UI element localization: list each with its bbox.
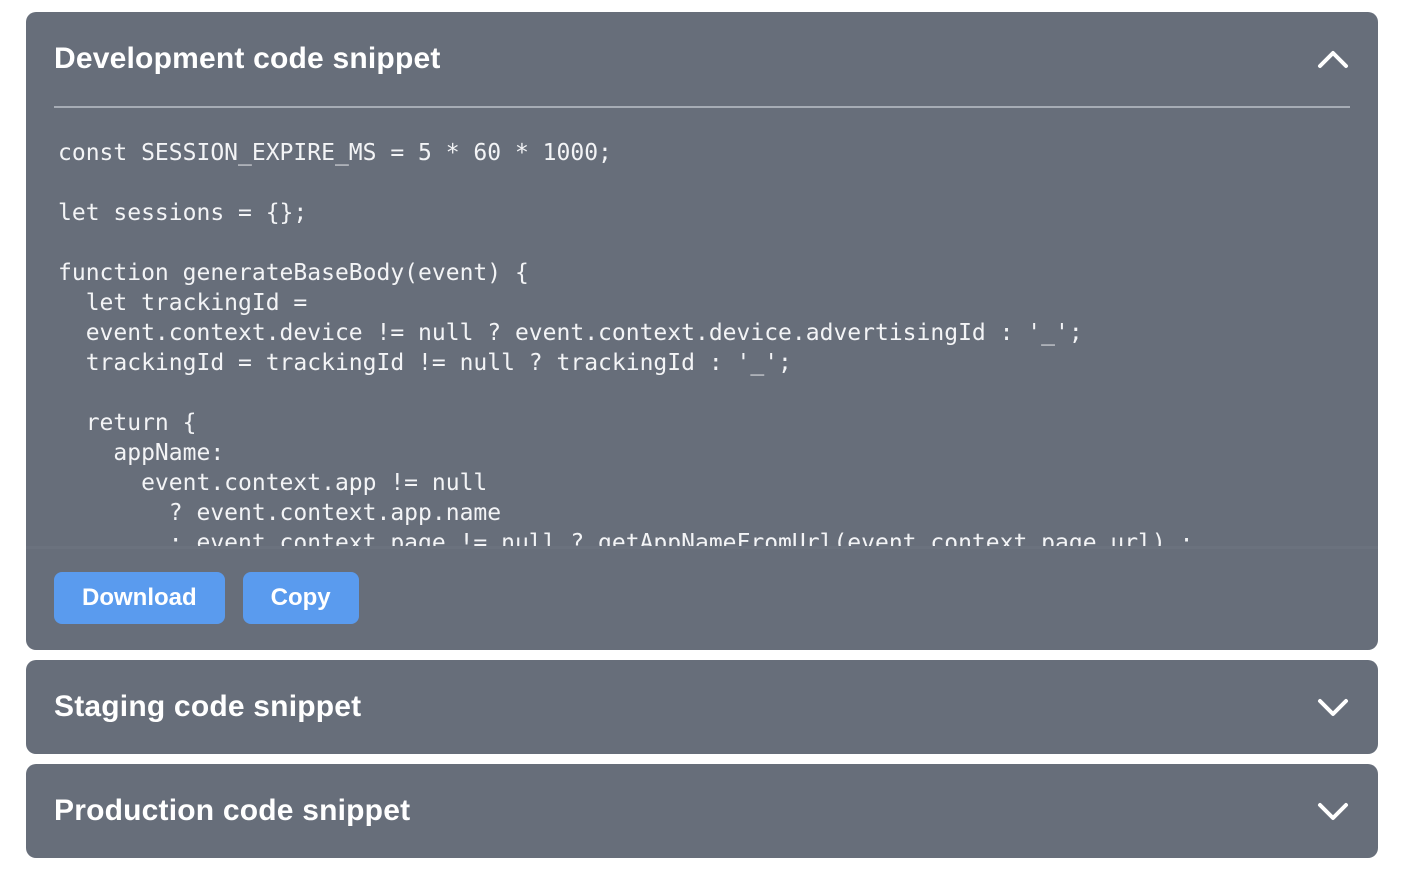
- production-snippet-header[interactable]: Production code snippet: [54, 764, 1350, 858]
- staging-snippet-title: Staging code snippet: [54, 690, 362, 723]
- staging-snippet-header[interactable]: Staging code snippet: [54, 660, 1350, 754]
- development-snippet-header[interactable]: Development code snippet: [54, 12, 1350, 108]
- production-snippet-title: Production code snippet: [54, 794, 411, 827]
- chevron-down-icon[interactable]: [1316, 794, 1350, 828]
- staging-snippet-panel: Staging code snippet: [26, 660, 1378, 754]
- download-button[interactable]: Download: [54, 572, 225, 624]
- development-snippet-title: Development code snippet: [54, 42, 441, 75]
- code-snippet-text: const SESSION_EXPIRE_MS = 5 * 60 * 1000;…: [58, 140, 1194, 546]
- production-snippet-panel: Production code snippet: [26, 764, 1378, 858]
- development-snippet-panel: Development code snippet const SESSION_E…: [26, 12, 1378, 650]
- snippet-actions: Download Copy: [54, 572, 359, 624]
- code-snippet-block: const SESSION_EXPIRE_MS = 5 * 60 * 1000;…: [26, 122, 1378, 546]
- chevron-up-icon[interactable]: [1316, 42, 1350, 76]
- code-divider: [26, 546, 1378, 549]
- copy-button[interactable]: Copy: [242, 572, 359, 624]
- chevron-down-icon[interactable]: [1316, 690, 1350, 724]
